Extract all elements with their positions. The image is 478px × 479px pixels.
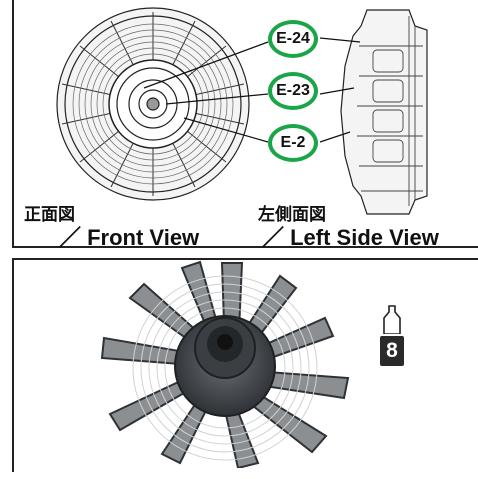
front-view-drawing — [56, 7, 250, 201]
paint-number-badge: 8 — [380, 336, 404, 366]
callout-e2: E-2 — [268, 124, 318, 162]
callout-e24: E-24 — [268, 20, 318, 58]
side-view-drawing — [340, 9, 428, 215]
callout-leader-lines — [143, 37, 361, 143]
paint-bottle-icon — [383, 305, 401, 334]
engine-photo — [100, 260, 350, 468]
side-view-label-jp: 左側面図 — [258, 205, 326, 225]
top-panel: E-24 E-23 E-2 正面図 ／ Front View 左側面図 ／ Le… — [12, 0, 478, 250]
front-view-label-en: ／ Front View — [59, 225, 200, 250]
callout-e23: E-23 — [268, 72, 318, 110]
side-view-label-en: ／ Left Side View — [262, 225, 439, 250]
front-view-label-jp: 正面図 — [24, 205, 75, 225]
